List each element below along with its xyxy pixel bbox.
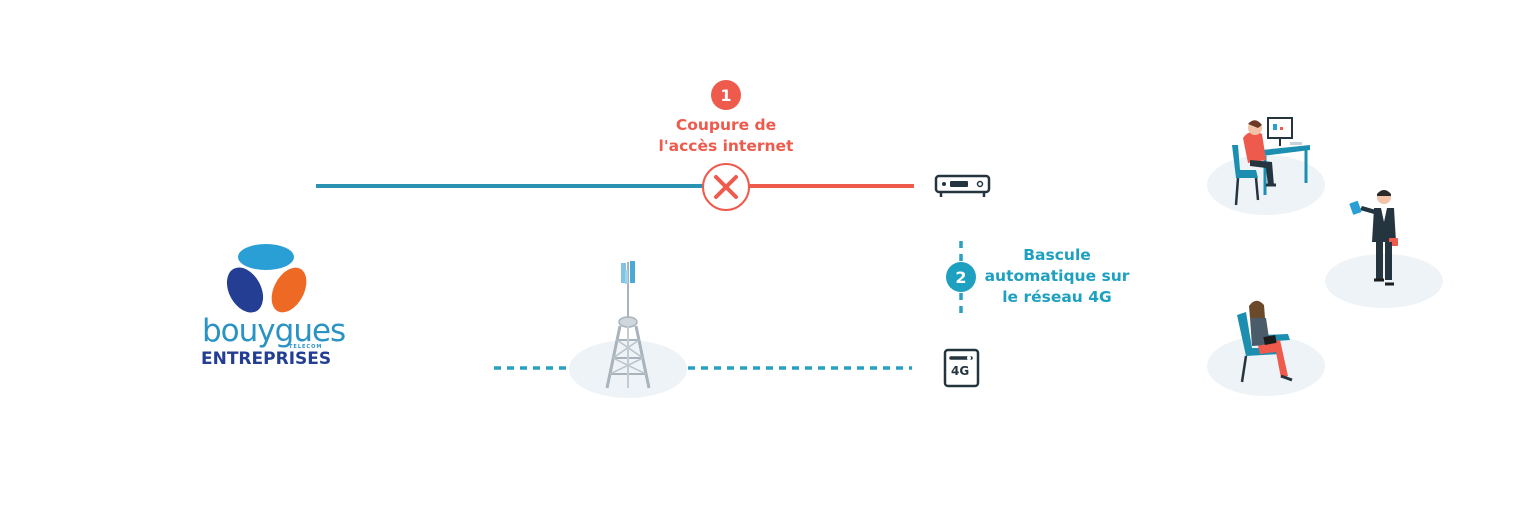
cell-tower-icon <box>605 261 651 389</box>
step-2-badge: 2 <box>946 262 976 292</box>
logo-bubbles-icon <box>226 244 307 313</box>
logo-sub-text: TELECOM <box>289 344 323 350</box>
platform-armchair <box>1207 336 1325 396</box>
woman-in-armchair-icon <box>1237 300 1293 383</box>
person-at-desk-icon <box>1232 117 1310 206</box>
businessman-icon <box>1349 190 1398 286</box>
logo-division-text: ENTREPRISES <box>201 349 332 369</box>
logo-brand-text: bouygues <box>202 313 346 349</box>
step-1-badge: 1 <box>711 80 741 110</box>
bouygues-logo: bouygues TELECOM ENTREPRISES <box>195 238 346 373</box>
logo-bubble-right <box>271 267 307 313</box>
logo-bubble-left <box>226 267 264 313</box>
step-2-label: Bascule automatique sur le réseau 4G <box>984 246 1130 306</box>
box-4g-label: 4G <box>951 364 970 378</box>
box-4g-icon <box>943 348 980 388</box>
cut-x-icon <box>702 163 750 211</box>
logo-bubble-top <box>238 244 294 270</box>
router-icon <box>934 174 991 197</box>
step-1-label: Coupure de l'accès internet <box>658 116 794 155</box>
